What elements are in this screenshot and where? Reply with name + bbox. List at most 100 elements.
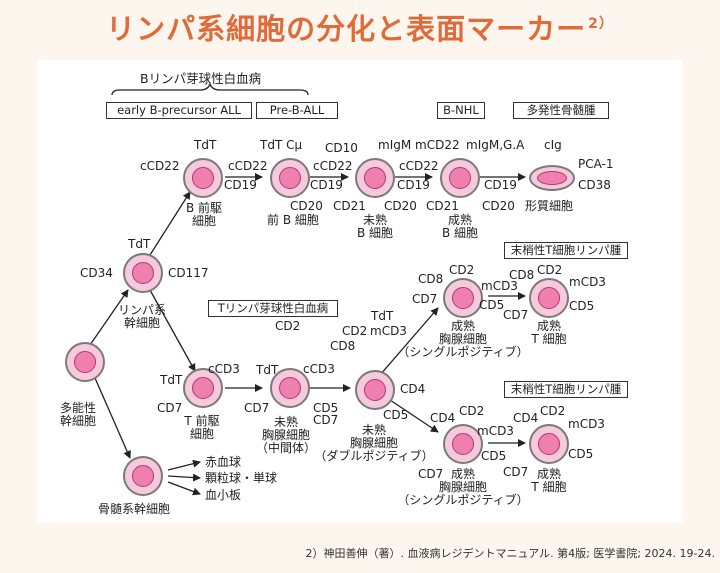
t-lymphoma-box-2: 末梢性T細胞リンパ腫 — [504, 381, 628, 398]
immb-ccd22: cCD22 — [313, 159, 353, 173]
tleuk-cd2: CD2 — [275, 319, 301, 333]
b-nhl-box: B-NHL — [437, 102, 485, 119]
dp-name: 未熟 胸腺細胞 （ダブルポジティブ） — [314, 423, 434, 463]
rbc-label: 赤血球 — [205, 455, 242, 469]
sp8-cd7: CD7 — [412, 292, 438, 306]
act-cd20: CD20 — [482, 199, 515, 213]
prob-name: B 前駆 細胞 — [185, 201, 223, 228]
dp-cd5: CD5 — [383, 408, 409, 422]
arrow-stem-to-marrow — [94, 377, 131, 459]
prob-tdt: TdT — [194, 138, 217, 152]
lymph-cd117: CD117 — [168, 266, 209, 280]
t8-cd8: CD8 — [509, 268, 535, 282]
t8-cd5: CD5 — [569, 299, 595, 313]
prot-cd7: CD7 — [157, 401, 183, 415]
title-reference: 2） — [588, 16, 614, 33]
pc-name: 形質細胞 — [525, 199, 574, 213]
pre-b-all-box: Pre-B-ALL — [256, 102, 338, 119]
prot-ccd3: cCD3 — [208, 362, 240, 376]
pro-t-cell — [183, 368, 223, 408]
sp4-cd7: CD7 — [418, 467, 444, 481]
b-leukemia-header: Bリンパ芽球性白血病 — [140, 71, 262, 86]
lymph-tdt: TdT — [128, 237, 151, 251]
t4-cd7: CD7 — [503, 465, 529, 479]
sp4-mcd3: mCD3 — [477, 424, 514, 438]
sp8-cd8: CD8 — [418, 272, 444, 286]
sp8-cd2: CD2 — [449, 263, 475, 277]
matb-surface-markers: mIgM mCD22 — [378, 138, 460, 152]
cd4-mature-t-cell — [529, 424, 569, 464]
immb-cd19: CD19 — [310, 178, 343, 192]
arrow-to-rbc — [167, 459, 201, 471]
cd8-tdt: TdT — [371, 309, 394, 323]
t2-cd7: CD7 — [244, 401, 270, 415]
lymph-cd34: CD34 — [80, 266, 113, 280]
arrow-dp-to-sp8 — [379, 307, 439, 376]
pc-cig: cIg — [544, 138, 562, 152]
matb-ccd22: cCD22 — [399, 159, 439, 173]
dp-cd4: CD4 — [400, 382, 426, 396]
t4-cd4: CD4 — [513, 411, 539, 425]
myeloid-stem-cell — [123, 456, 163, 496]
myeloma-box: 多発性骨髄腫 — [513, 102, 609, 119]
arrow-to-platelet — [167, 481, 201, 496]
marrow-stem-label: 骨髄系幹細胞 — [98, 502, 171, 516]
matb-cd21: CD21 — [426, 199, 459, 213]
b-leukemia-bracket — [111, 81, 309, 96]
cd8-cd2: CD2 — [342, 324, 368, 338]
t4-cd2: CD2 — [540, 404, 566, 418]
pre-b-cell — [270, 158, 310, 198]
immb-name: 未熟 B 細胞 — [356, 213, 394, 240]
arrow-lymph-to-prob — [149, 191, 191, 256]
t8-cd2: CD2 — [537, 263, 563, 277]
cd8-single-positive-thymocyte — [443, 278, 483, 318]
mature-b-cell — [440, 158, 480, 198]
sp8-cd5: CD5 — [479, 298, 505, 312]
preb-name: 前 B 細胞 — [267, 213, 319, 227]
immb-cd21: CD21 — [333, 199, 366, 213]
pc-cd38: CD38 — [578, 178, 611, 192]
preb-ccd22: cCD22 — [228, 159, 268, 173]
sp8-name: 成熟 胸腺細胞 （シングルポジティブ） — [397, 319, 529, 359]
lymphoid-stem-cell — [123, 253, 163, 293]
platelet-label: 血小板 — [205, 488, 242, 502]
footnote-citation: 2）神田善伸（著）. 血液病レジデントマニュアル. 第4版; 医学書院; 202… — [305, 547, 715, 560]
t-lymphoma-box-1: 末梢性T細胞リンパ腫 — [504, 242, 628, 259]
t4-cd5: CD5 — [568, 447, 594, 461]
matb-cd20: CD20 — [384, 199, 417, 213]
pro-b-cell — [183, 158, 223, 198]
cd8-cd8: CD8 — [330, 339, 356, 353]
arrow-to-granulocyte — [167, 473, 201, 482]
stem-label: 多能性 幹細胞 — [59, 401, 96, 428]
arrow-stem-to-lymph — [89, 289, 129, 346]
t8-mcd3: mCD3 — [569, 275, 606, 289]
early-b-all-box: early B-precursor ALL — [106, 102, 252, 119]
sp8-mcd3: mCD3 — [481, 279, 518, 293]
matb-cd19: CD19 — [397, 178, 430, 192]
prob-ccd22: cCD22 — [140, 159, 180, 173]
activated-b-markers: mIgM,G.A — [466, 138, 525, 152]
immb-cd10: CD10 — [325, 141, 358, 155]
arrow-lymph-to-prot — [149, 289, 196, 372]
plasma-cell — [529, 165, 575, 191]
sp4-cd4: CD4 — [430, 411, 456, 425]
t2-ccd3: cCD3 — [303, 362, 335, 376]
sp4-cd2: CD2 — [459, 404, 485, 418]
pc-pca1: PCA-1 — [578, 157, 614, 171]
t2-cd5: CD5 — [313, 401, 339, 415]
granulocyte-label: 顆粒球・単球 — [205, 471, 278, 485]
preb-cd20: CD20 — [290, 199, 323, 213]
t4-mcd3: mCD3 — [568, 417, 605, 431]
cd8-mature-t-cell — [529, 278, 569, 318]
act-cd19: CD19 — [484, 178, 517, 192]
preb-tdt-cmu: TdT Cμ — [260, 138, 303, 152]
sp4-name: 成熟 胸腺細胞 （シングルポジティブ） — [397, 467, 529, 507]
immature-thymocyte-intermediate — [270, 368, 310, 408]
pluripotent-stem-cell — [65, 342, 105, 382]
prot-name: T 前駆 細胞 — [184, 414, 220, 441]
cd4-single-positive-thymocyte — [443, 424, 483, 464]
prot-tdt: TdT — [160, 373, 183, 387]
cd8-mcd3: mCD3 — [370, 324, 407, 338]
double-positive-thymocyte — [355, 370, 395, 410]
t8-cd7: CD7 — [503, 308, 529, 322]
